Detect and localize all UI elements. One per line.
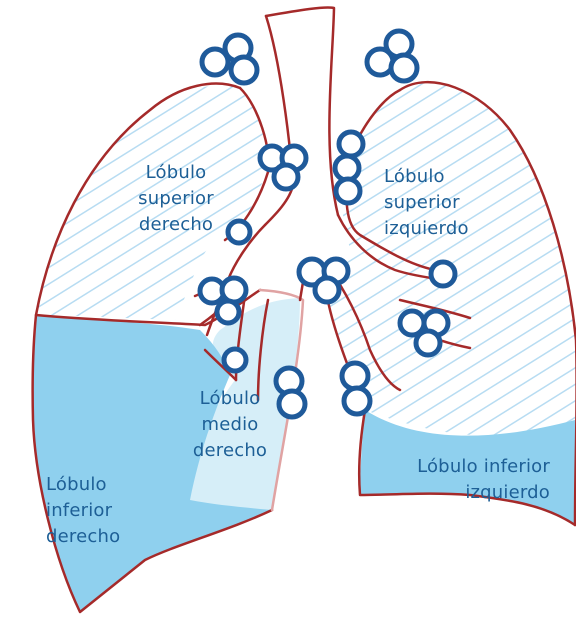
lymph-node — [391, 55, 417, 81]
label-right-middle-lobe: Lóbulo medio derecho — [180, 386, 280, 464]
label-line: Lóbulo — [384, 164, 504, 190]
label-right-superior-lobe: Lóbulo superior derecho — [118, 160, 234, 238]
label-line: derecho — [118, 212, 234, 238]
label-left-superior-lobe: Lóbulo superior izquierdo — [384, 164, 504, 242]
lymph-node — [344, 388, 370, 414]
label-line: Lóbulo inferior — [396, 454, 550, 480]
label-line: inferior — [46, 498, 146, 524]
lymph-node — [431, 262, 455, 286]
lymph-node — [336, 179, 360, 203]
lymph-node — [315, 278, 339, 302]
label-line: Lóbulo — [118, 160, 234, 186]
label-left-inferior-lobe: Lóbulo inferior izquierdo — [396, 454, 550, 506]
lymph-node — [231, 57, 257, 83]
lymph-node — [335, 156, 359, 180]
label-line: medio — [180, 412, 280, 438]
label-line: Lóbulo — [46, 472, 146, 498]
label-line: superior — [384, 190, 504, 216]
label-line: derecho — [180, 438, 280, 464]
label-line: superior — [118, 186, 234, 212]
lymph-node — [416, 331, 440, 355]
lymph-node — [224, 349, 246, 371]
label-line: izquierdo — [396, 480, 550, 506]
label-line: izquierdo — [384, 216, 504, 242]
lymph-node — [217, 301, 239, 323]
lymph-node — [342, 363, 368, 389]
lymph-node — [339, 132, 363, 156]
label-line: derecho — [46, 524, 146, 550]
label-right-inferior-lobe: Lóbulo inferior derecho — [46, 472, 146, 550]
label-line: Lóbulo — [180, 386, 280, 412]
lymph-node — [222, 278, 246, 302]
lymph-node — [279, 391, 305, 417]
lymph-node — [274, 165, 298, 189]
